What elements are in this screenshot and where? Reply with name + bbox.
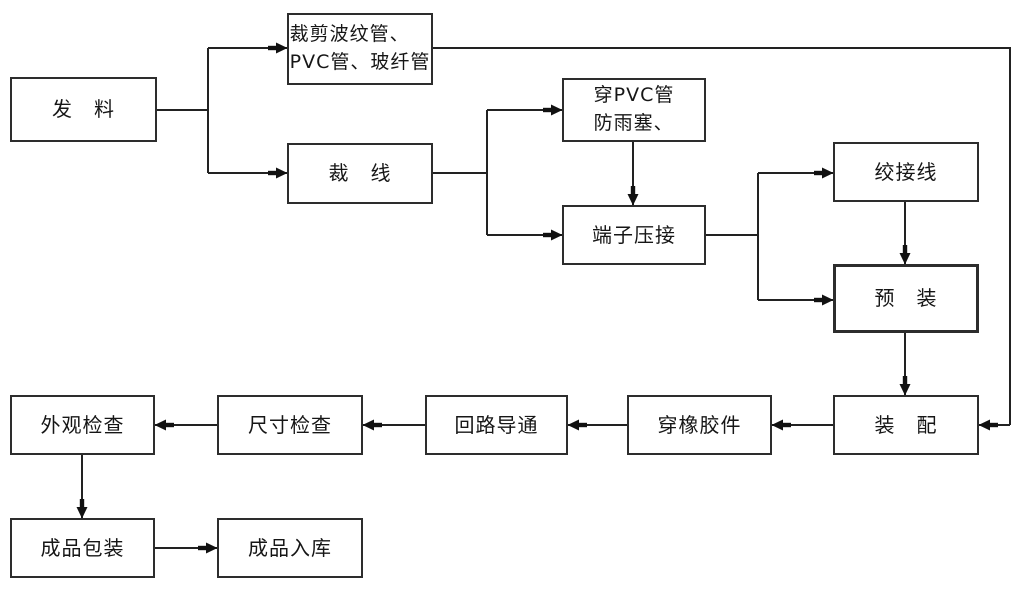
- node-pre-assembly: 预 装: [833, 264, 979, 333]
- node-label: 预 装: [874, 286, 938, 310]
- node-issue-material: 发 料: [10, 77, 157, 142]
- node-label: 裁 线: [328, 161, 392, 185]
- node-label: 穿橡胶件: [657, 412, 742, 437]
- node-terminal-crimp: 端子压接: [562, 205, 706, 265]
- node-product-storage: 成品入库: [217, 518, 363, 578]
- node-label: 穿PVC管 防雨塞、: [593, 84, 675, 134]
- edge-trunk-top-bypass: [433, 47, 1011, 425]
- node-thread-pvc-rain-plug: 穿PVC管 防雨塞、: [562, 78, 706, 142]
- node-circuit-continuity: 回路导通: [425, 395, 568, 455]
- node-assembly: 装 配: [833, 395, 979, 455]
- node-label: 发 料: [52, 97, 115, 121]
- node-label: 端子压接: [592, 222, 676, 247]
- node-label: 外观检查: [40, 412, 125, 437]
- node-label: 装 配: [874, 412, 938, 437]
- node-label: 裁剪波纹管、 PVC管、玻纤管: [289, 23, 431, 73]
- edge-trunk-terminal-crimp-split: [706, 173, 759, 300]
- node-thread-rubber-parts: 穿橡胶件: [627, 395, 772, 455]
- node-label: 尺寸检查: [248, 412, 332, 437]
- node-dimension-check: 尺寸检查: [217, 395, 363, 455]
- node-label: 绞接线: [874, 159, 938, 184]
- node-twist-wire: 绞接线: [833, 142, 979, 202]
- node-label: 成品入库: [248, 535, 332, 560]
- node-cut-tubes: 裁剪波纹管、 PVC管、玻纤管: [287, 13, 433, 85]
- node-label: 成品包装: [40, 535, 125, 560]
- node-cut-wire: 裁 线: [287, 143, 433, 204]
- node-product-packaging: 成品包装: [10, 518, 155, 578]
- node-appearance-check: 外观检查: [10, 395, 155, 455]
- edge-trunk-cut-wire-split: [433, 110, 488, 235]
- edge-trunk-issue-material-split: [157, 48, 209, 173]
- node-label: 回路导通: [454, 412, 539, 437]
